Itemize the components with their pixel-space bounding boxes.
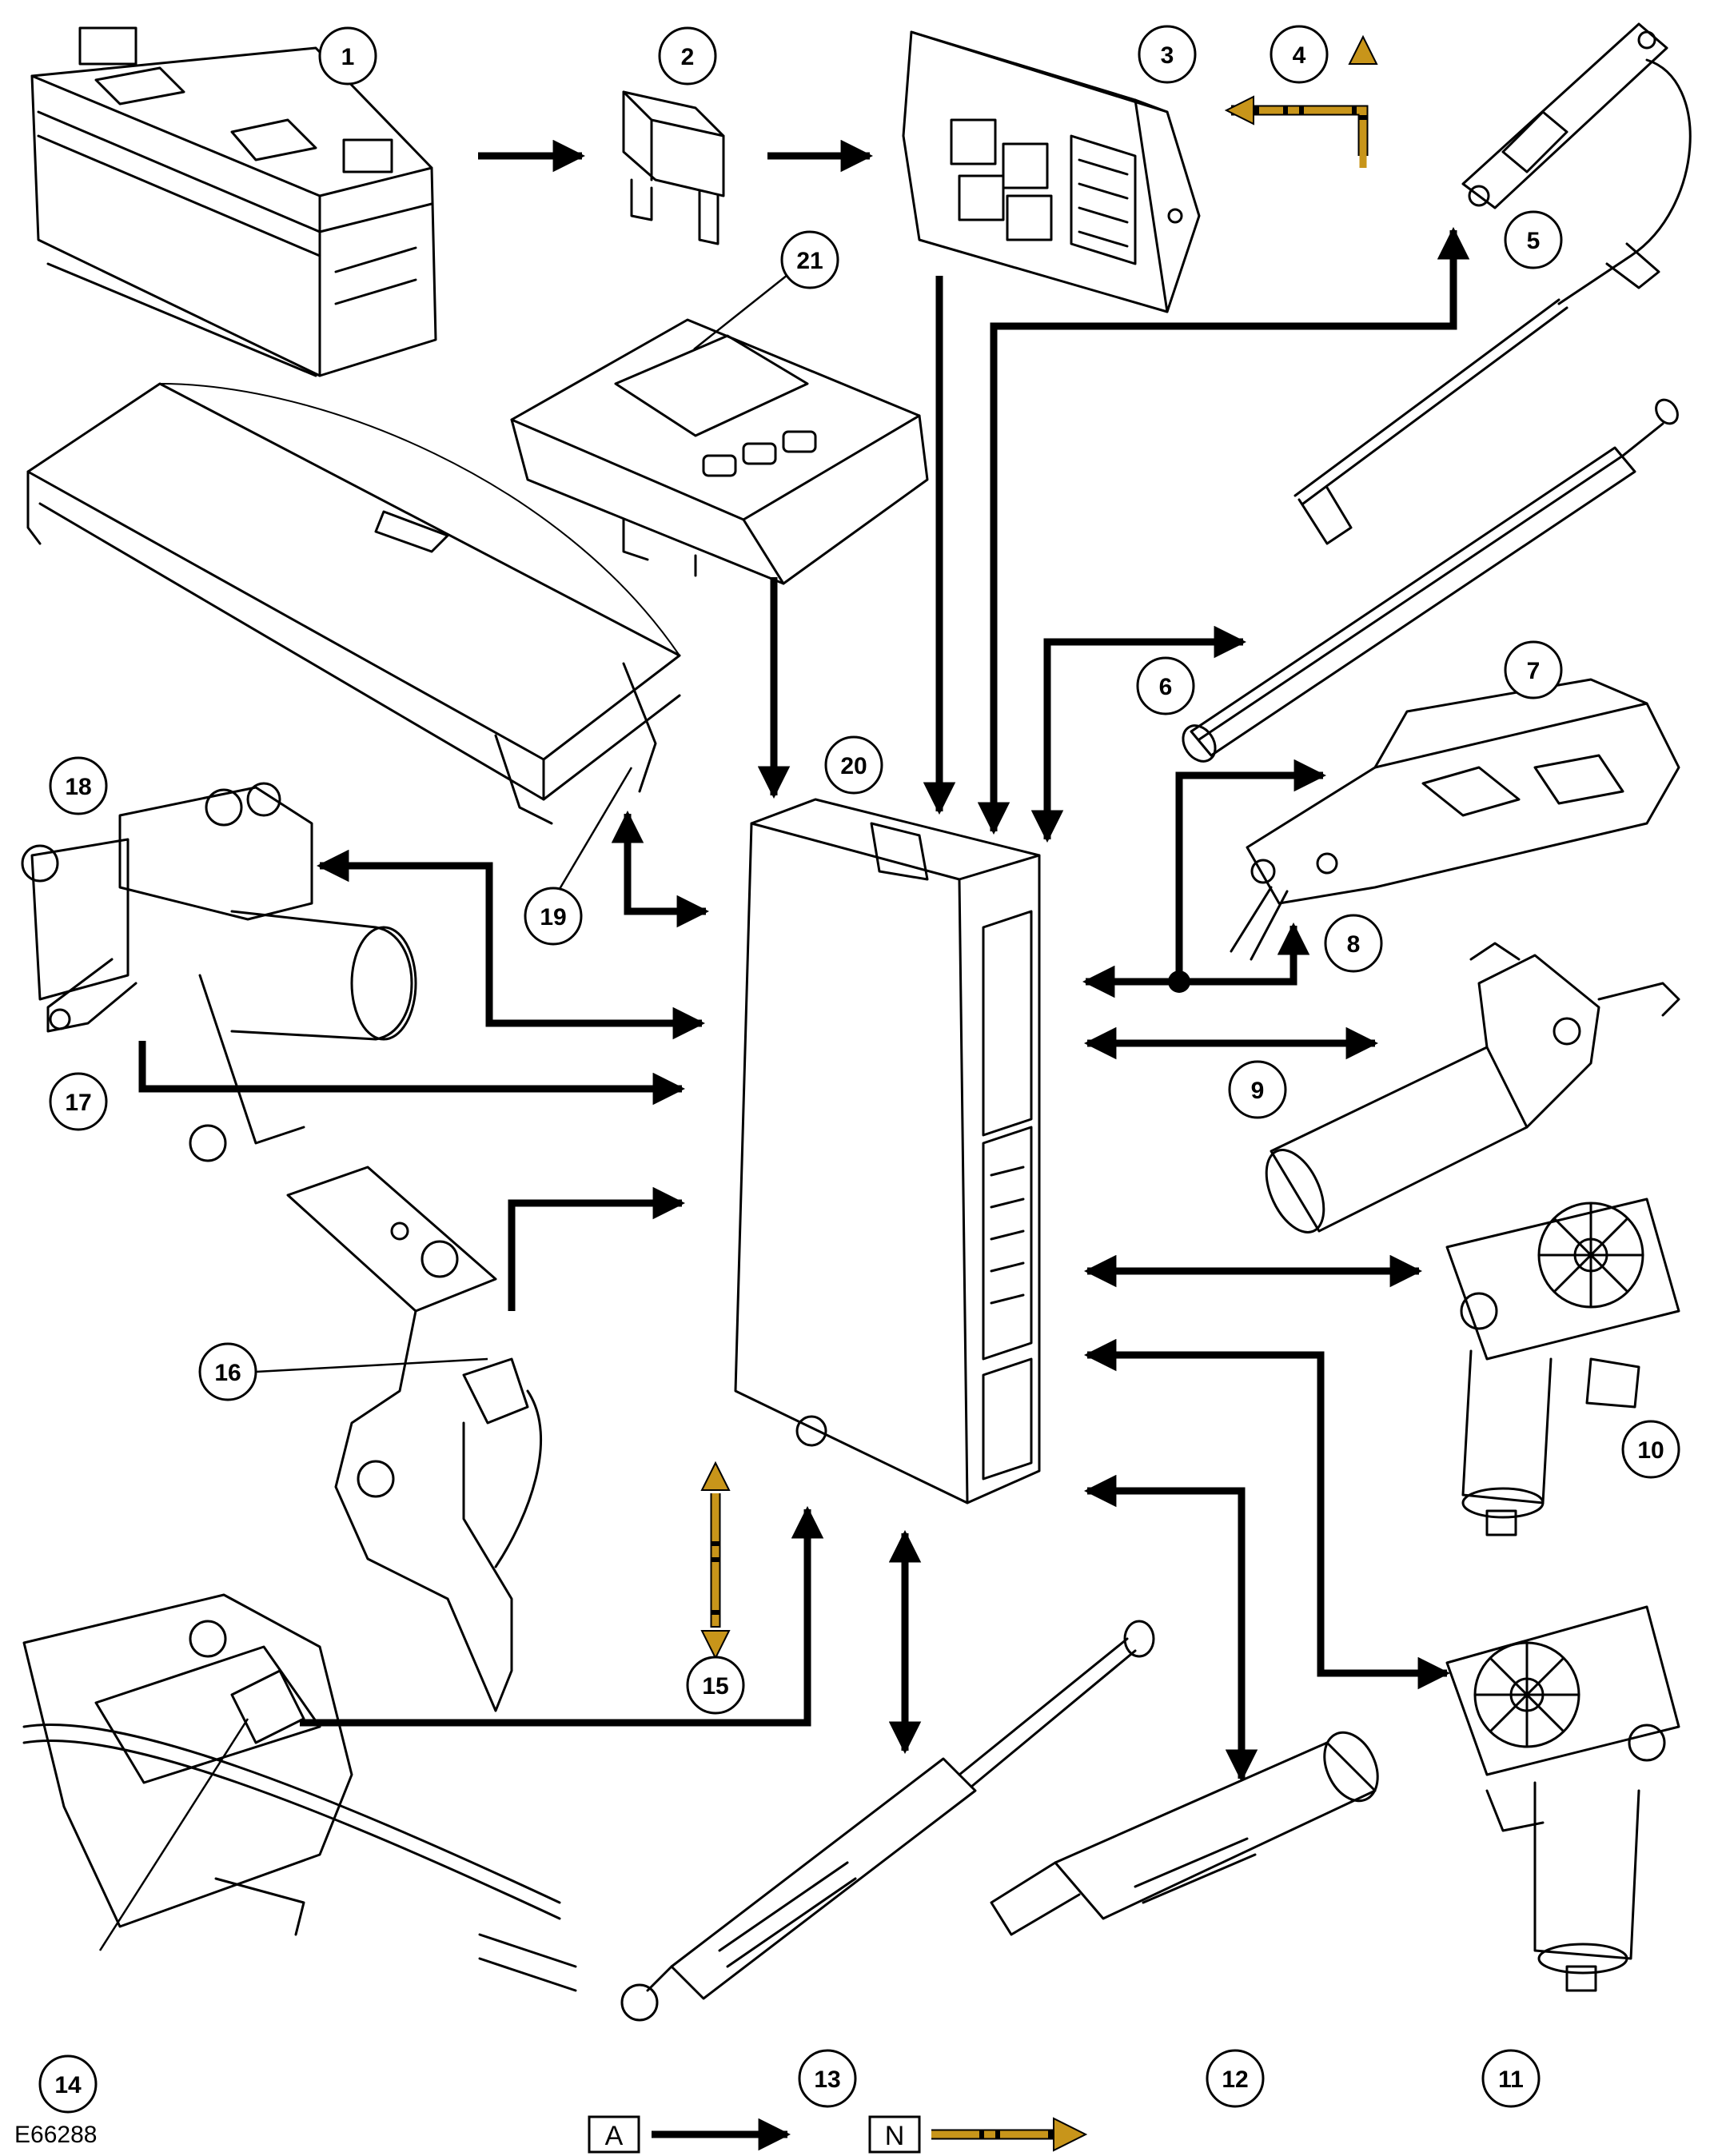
callout-15: 15 xyxy=(686,1656,745,1715)
legend-a-label: A xyxy=(605,2121,624,2151)
callout-14: 14 xyxy=(38,2054,98,2114)
svg-text:1: 1 xyxy=(341,44,355,70)
callout-4: 4 xyxy=(1270,25,1329,84)
svg-text:6: 6 xyxy=(1159,674,1173,700)
svg-text:18: 18 xyxy=(65,774,91,800)
callout-10: 10 xyxy=(1621,1420,1680,1479)
svg-text:5: 5 xyxy=(1527,228,1541,254)
legend-a-box xyxy=(588,2115,640,2154)
callout-16: 16 xyxy=(198,1342,257,1401)
svg-text:4: 4 xyxy=(1293,42,1306,69)
callout-8: 8 xyxy=(1324,914,1383,973)
leader-lines xyxy=(98,271,792,1951)
svg-text:10: 10 xyxy=(1637,1437,1664,1464)
svg-text:15: 15 xyxy=(702,1673,728,1700)
legend-n-label: N xyxy=(885,2121,905,2151)
callout-6: 6 xyxy=(1136,656,1195,715)
svg-text:17: 17 xyxy=(65,1090,91,1116)
svg-text:14: 14 xyxy=(54,2072,82,2098)
svg-text:13: 13 xyxy=(814,2066,840,2093)
callout-17: 17 xyxy=(49,1072,108,1131)
roof-frame-19-component xyxy=(26,382,681,825)
bracket-frame-14-component xyxy=(22,1593,577,1992)
svg-text:11: 11 xyxy=(1498,2066,1524,2093)
control-module-20-component xyxy=(734,798,1041,1504)
svg-text:9: 9 xyxy=(1251,1078,1265,1104)
fuse-component xyxy=(622,90,725,245)
legend: A N xyxy=(588,2115,1088,2154)
latch-actuator-component xyxy=(1230,678,1680,961)
callout-7: 7 xyxy=(1504,640,1563,699)
hydraulic-rod-component xyxy=(1182,398,1679,763)
callout-20: 20 xyxy=(824,735,883,795)
callout-3: 3 xyxy=(1138,25,1197,84)
svg-text:16: 16 xyxy=(214,1360,241,1386)
callout-18: 18 xyxy=(49,756,108,815)
svg-text:3: 3 xyxy=(1161,42,1174,69)
svg-text:8: 8 xyxy=(1347,931,1361,958)
callout-21: 21 xyxy=(780,230,839,289)
callout-9: 9 xyxy=(1228,1060,1287,1119)
bracket-switch-16-component xyxy=(286,1166,543,1712)
svg-text:20: 20 xyxy=(840,753,867,779)
svg-text:19: 19 xyxy=(540,904,566,931)
diagram-reference: E66288 xyxy=(14,2122,97,2148)
svg-text:21: 21 xyxy=(796,248,823,274)
callout-1: 1 xyxy=(318,26,377,86)
wire-n-connections xyxy=(700,34,1378,1660)
legend-n-arrowhead xyxy=(1053,2117,1088,2152)
callout-12: 12 xyxy=(1206,2049,1265,2108)
overhead-console-21-component xyxy=(510,318,929,585)
svg-text:12: 12 xyxy=(1222,2066,1248,2093)
motor-9-component xyxy=(1265,942,1680,1233)
svg-text:7: 7 xyxy=(1527,658,1541,684)
callout-2: 2 xyxy=(658,26,717,86)
callout-5: 5 xyxy=(1504,210,1563,269)
callout-19: 19 xyxy=(524,887,583,946)
wire-a-connections xyxy=(138,139,1470,1783)
callout-11: 11 xyxy=(1481,2049,1541,2108)
actuator-12-component xyxy=(990,1731,1379,1936)
legend-n-box xyxy=(868,2115,921,2154)
callout-13: 13 xyxy=(798,2049,857,2108)
window-motor-10-component xyxy=(1445,1198,1680,1536)
window-motor-11-component xyxy=(1445,1605,1680,1992)
battery-component xyxy=(30,26,437,377)
svg-text:2: 2 xyxy=(681,44,695,70)
